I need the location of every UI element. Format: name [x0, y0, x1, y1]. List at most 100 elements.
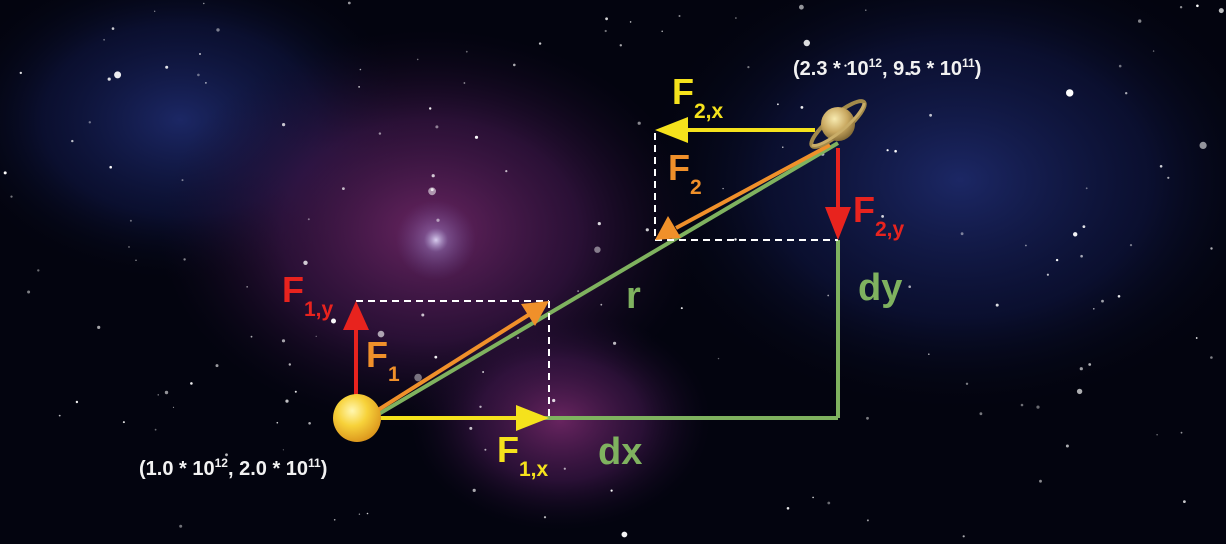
star	[929, 113, 932, 117]
star	[516, 336, 520, 339]
star	[908, 285, 911, 289]
star	[827, 294, 830, 297]
star	[866, 519, 869, 522]
star	[172, 406, 175, 408]
star	[154, 428, 157, 431]
star	[472, 488, 476, 492]
star	[1138, 19, 1142, 23]
star	[1080, 254, 1083, 258]
star	[88, 121, 92, 124]
f2-label: F2	[668, 147, 702, 199]
star	[281, 339, 286, 343]
star	[1125, 92, 1128, 95]
star	[10, 195, 13, 198]
star	[563, 467, 566, 470]
star	[1210, 247, 1213, 250]
star	[276, 421, 279, 424]
star	[416, 58, 419, 61]
star	[928, 353, 930, 356]
star-field	[3, 1, 1224, 538]
star	[482, 371, 484, 373]
star	[307, 218, 310, 221]
star	[114, 71, 122, 79]
star	[215, 364, 219, 368]
star	[1079, 367, 1083, 371]
star	[717, 357, 720, 360]
star	[600, 303, 603, 306]
star	[129, 219, 132, 222]
dx-label: dx	[598, 431, 642, 473]
star	[552, 398, 556, 403]
f1y-arrow	[343, 301, 369, 395]
star	[1152, 50, 1155, 52]
star	[629, 21, 632, 23]
star	[342, 187, 345, 191]
star	[484, 448, 487, 451]
star	[543, 516, 547, 519]
star	[154, 10, 156, 12]
bright-star-glow	[396, 200, 476, 280]
body1-coordinates: (1.0 * 1012, 2.0 * 1011)	[139, 456, 327, 480]
star	[865, 9, 867, 11]
f1x-arrow	[378, 405, 549, 431]
star	[190, 382, 193, 385]
f2-arrow	[655, 143, 831, 240]
star	[465, 50, 468, 53]
star	[282, 123, 286, 127]
star	[844, 64, 847, 67]
star	[734, 238, 737, 241]
star	[183, 258, 186, 261]
star	[181, 179, 184, 182]
star	[1036, 405, 1040, 409]
star	[315, 335, 317, 337]
star	[881, 215, 884, 218]
star	[308, 422, 311, 425]
star	[577, 290, 579, 292]
star	[434, 355, 438, 359]
star	[908, 72, 911, 76]
f2y-arrow	[825, 148, 851, 240]
star	[435, 125, 439, 129]
star	[366, 512, 369, 515]
star	[645, 228, 649, 232]
star	[604, 29, 607, 33]
f1-label: F1	[366, 334, 400, 386]
star	[1093, 308, 1095, 310]
star	[286, 296, 288, 299]
star	[225, 453, 228, 457]
star	[37, 269, 40, 272]
star	[377, 330, 385, 338]
star	[111, 27, 115, 30]
star	[799, 4, 804, 10]
body2-coordinates: (2.3 * 1012, 9.5 * 1011)	[793, 56, 981, 80]
star	[894, 149, 897, 153]
r-line	[370, 141, 840, 420]
star	[164, 390, 169, 395]
star	[421, 313, 425, 317]
star	[1180, 431, 1183, 434]
star	[19, 71, 22, 75]
star	[803, 39, 810, 47]
star	[960, 232, 964, 236]
star	[722, 187, 724, 190]
star	[812, 496, 814, 499]
star	[1082, 225, 1086, 229]
f2x-arrow	[655, 117, 815, 143]
star	[75, 400, 79, 404]
star	[886, 149, 889, 152]
star	[122, 421, 125, 424]
star	[1088, 363, 1092, 366]
star	[216, 28, 220, 32]
star	[479, 405, 482, 408]
dashed-guides	[356, 133, 838, 418]
saturn-icon	[809, 99, 867, 149]
star	[1065, 444, 1069, 448]
star	[1210, 356, 1213, 359]
star	[661, 30, 663, 33]
star	[347, 1, 351, 5]
f2x-label: F2,x	[672, 71, 724, 123]
blue-nebula	[640, 0, 1226, 410]
star	[1199, 141, 1207, 149]
